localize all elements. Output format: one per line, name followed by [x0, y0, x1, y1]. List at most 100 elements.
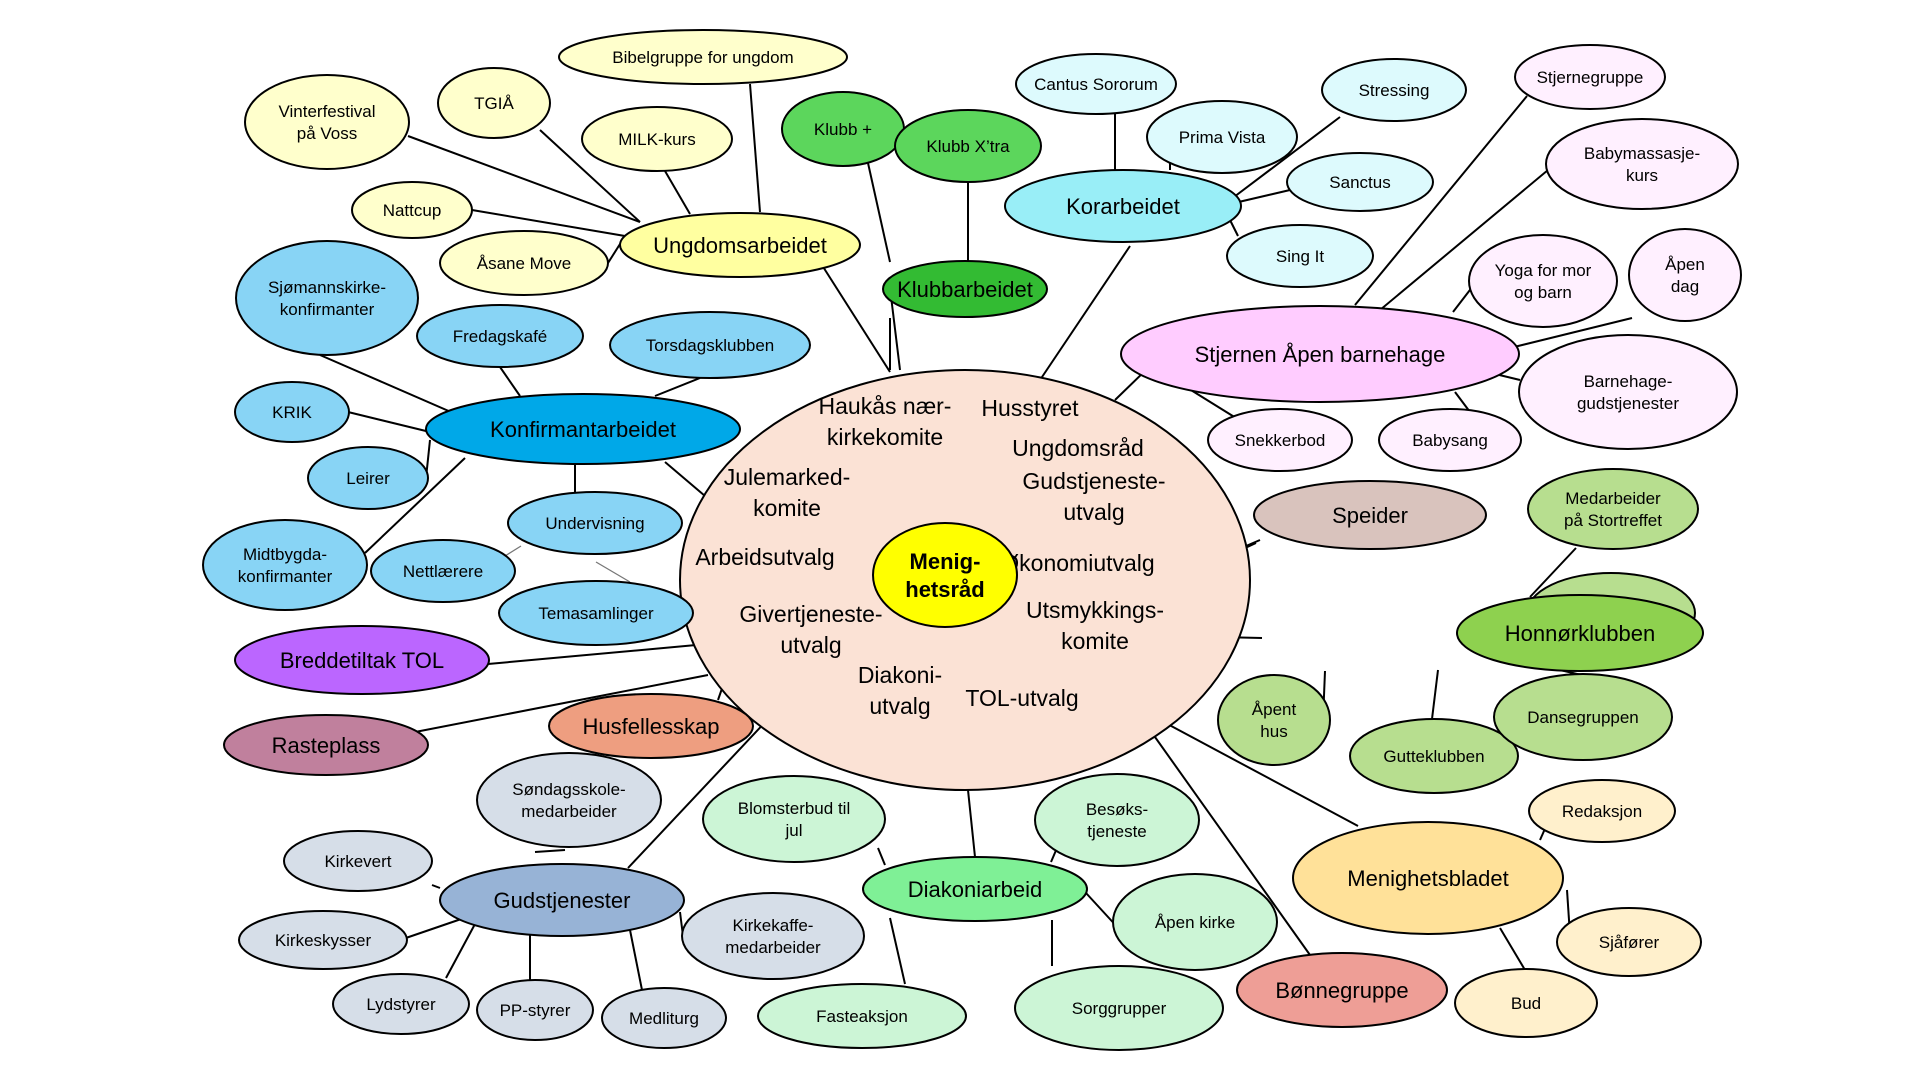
group-bønnegruppe-shape: [1236, 952, 1448, 1028]
hub-committee-label: Ungdomsråd: [1012, 435, 1144, 461]
group-breddetiltak-tol: Breddetiltak TOL: [234, 625, 490, 695]
hub-layer: Haukås nær-kirkekomiteHusstyretUngdomsrå…: [679, 369, 1251, 791]
ungdomsarbeidet-child-bibelgruppe-for-ungdom-shape: [558, 29, 848, 85]
group-breddetiltak-tol-shape: [234, 625, 490, 695]
gudstjenester-child-kirkevert-shape: [283, 830, 433, 892]
connector-line: [1149, 729, 1311, 956]
ungdomsarbeidet-child-nattcup-shape: [351, 181, 473, 239]
konfirmantarbeidet-child-temasamlinger: Temasamlinger: [498, 580, 694, 646]
korarbeidet-child-sanctus: Sanctus: [1286, 152, 1434, 212]
konfirmantarbeidet-child-sjømannskirke-konfirmanter-shape: [235, 240, 419, 356]
hub-committee-label: Utsmykkings-: [1026, 597, 1164, 623]
konfirmantarbeidet-child-temasamlinger-shape: [498, 580, 694, 646]
honnørklubben-child-dansegruppen-shape: [1493, 673, 1673, 761]
gudstjenester-child-kirkekaffe-medarbeider: Kirkekaffe-medarbeider: [681, 892, 865, 980]
menighetsbladet-child-redaksjon: Redaksjon: [1528, 779, 1676, 843]
korarbeidet-child-sanctus-shape: [1286, 152, 1434, 212]
stjernen-åpen-barnehage-child-stjernegruppe-label: Stjernegruppe: [1537, 68, 1644, 87]
diakoniarbeid-child-besøks-tjeneste-shape: [1034, 773, 1200, 867]
group-gudstjenester: Gudstjenester: [439, 863, 685, 937]
stjernen-åpen-barnehage-child-babysang-label: Babysang: [1412, 431, 1488, 450]
connector-line: [431, 884, 441, 889]
hub-committee-label: TOL-utvalg: [965, 685, 1078, 711]
connector-line: [1159, 719, 1359, 827]
group-gudstjenester-label: Gudstjenester: [494, 888, 631, 913]
connector-line: [819, 261, 891, 373]
konfirmantarbeidet-child-fredagskaf-label: Fredagskafé: [453, 327, 548, 346]
stjernen-åpen-barnehage-child-babysang: Babysang: [1378, 408, 1522, 472]
honnørklubben-child-dansegruppen: Dansegruppen: [1493, 673, 1673, 761]
group-speider-shape: [1253, 480, 1487, 550]
honnørklubben-child-gutteklubben: Gutteklubben: [1349, 718, 1519, 794]
connector-line: [471, 209, 626, 237]
group-korarbeidet-shape: [1004, 169, 1242, 243]
konfirmantarbeidet-child-nettlærere-label: Nettlærere: [403, 562, 483, 581]
hub-committee-label: komite: [1061, 628, 1129, 654]
ungdomsarbeidet-child-vinterfestival-på-voss-label: Vinterfestival: [278, 102, 375, 121]
korarbeidet-child-stressing-shape: [1321, 58, 1467, 122]
group-klubbarbeidet-shape: [882, 260, 1048, 318]
group-rasteplass-label: Rasteplass: [272, 733, 381, 758]
group-diakoniarbeid: Diakoniarbeid: [862, 856, 1088, 922]
ungdomsarbeidet-child-nattcup: Nattcup: [351, 181, 473, 239]
konfirmantarbeidet-child-leirer: Leirer: [307, 446, 429, 510]
group-husfellesskap-shape: [548, 693, 754, 759]
group-klubbarbeidet: Klubbarbeidet: [882, 260, 1048, 318]
menighetsbladet-child-sjåfører-label: Sjåfører: [1599, 933, 1660, 952]
klubbarbeidet-child-klubb-x-tra-label: Klubb X’tra: [926, 137, 1010, 156]
connector-line: [534, 849, 566, 853]
connector-line: [889, 917, 906, 985]
honnørklubben-child-åpent-hus-label: Åpent: [1252, 700, 1297, 719]
klubbarbeidet-child-klubb-x-tra-shape: [894, 109, 1042, 183]
stjernen-åpen-barnehage-child-yoga-for-mor-og-barn-label: Yoga for mor: [1495, 261, 1592, 280]
stjernen-åpen-barnehage-child-åpen-dag-label: dag: [1671, 277, 1699, 296]
group-diakoniarbeid-shape: [862, 856, 1088, 922]
konfirmantarbeidet-child-undervisning-label: Undervisning: [545, 514, 644, 533]
ungdomsarbeidet-child-milk-kurs: MILK-kurs: [581, 106, 733, 172]
hub-committee-label: Givertjeneste-: [739, 601, 882, 627]
ungdomsarbeidet-child-nattcup-label: Nattcup: [383, 201, 442, 220]
stjernen-åpen-barnehage-child-snekkerbod-label: Snekkerbod: [1235, 431, 1326, 450]
konfirmantarbeidet-child-krik: KRIK: [234, 381, 350, 443]
diakoniarbeid-child-blomsterbud-til-jul-label: Blomsterbud til: [738, 799, 850, 818]
group-honnørklubben-shape: [1456, 594, 1704, 672]
konfirmantarbeidet-child-midtbygda-konfirmanter-label: Midtbygda-: [243, 545, 327, 564]
center-menighetsrad-label: Menig-: [910, 549, 981, 574]
group-husfellesskap-label: Husfellesskap: [583, 714, 720, 739]
menighetsbladet-child-bud-shape: [1454, 968, 1598, 1038]
korarbeidet-child-cantus-sororum-label: Cantus Sororum: [1034, 75, 1158, 94]
diakoniarbeid-child-blomsterbud-til-jul-label: jul: [784, 821, 802, 840]
hub-committee-label: Arbeidsutvalg: [695, 544, 834, 570]
group-rasteplass-shape: [223, 714, 429, 776]
korarbeidet-child-prima-vista-label: Prima Vista: [1179, 128, 1266, 147]
stjernen-åpen-barnehage-child-babymassasje-kurs: Babymassasje-kurs: [1545, 118, 1739, 210]
group-honnørklubben: Honnørklubben: [1456, 594, 1704, 672]
stjernen-åpen-barnehage-child-barnehage-gudstjenester-label: gudstjenester: [1577, 394, 1679, 413]
connector-line: [1354, 95, 1528, 306]
connector-line: [347, 411, 431, 433]
connector-line: [664, 461, 706, 497]
honnørklubben-child-åpent-hus: Åpent hus: [1217, 674, 1331, 766]
connector-line: [407, 135, 641, 223]
group-korarbeidet: Korarbeidet: [1004, 169, 1242, 243]
gudstjenester-child-kirkekaffe-medarbeider-shape: [681, 892, 865, 980]
ungdomsarbeidet-child-vinterfestival-på-voss-label: på Voss: [297, 124, 358, 143]
group-klubbarbeidet-label: Klubbarbeidet: [897, 277, 1033, 302]
group-husfellesskap: Husfellesskap: [548, 693, 754, 759]
group-ungdomsarbeidet: Ungdomsarbeidet: [619, 212, 861, 278]
diakoniarbeid-child-sorggrupper: Sorggrupper: [1014, 965, 1224, 1051]
korarbeidet-child-stressing-label: Stressing: [1359, 81, 1430, 100]
center-menighetsrad: Menig-hetsråd: [872, 522, 1018, 628]
group-konfirmantarbeidet-shape: [425, 393, 741, 465]
konfirmantarbeidet-child-nettlærere: Nettlærere: [370, 539, 516, 603]
honnørklubben-child-åpent-hus-label: hus: [1260, 722, 1287, 741]
konfirmantarbeidet-child-midtbygda-konfirmanter-shape: [202, 519, 368, 611]
menighetsbladet-child-sjåfører-shape: [1556, 907, 1702, 977]
honnørklubben-child-gutteklubben-label: Gutteklubben: [1383, 747, 1484, 766]
honnørklubben-child-medarbeider-på-stortreffet-shape: [1527, 468, 1699, 550]
hub-committee-label: Julemarked-: [724, 464, 851, 490]
gudstjenester-child-pp-styrer: PP-styrer: [476, 979, 594, 1041]
hub-committee-label: utvalg: [1063, 499, 1124, 525]
connector-line: [499, 366, 521, 397]
group-speider: Speider: [1253, 480, 1487, 550]
